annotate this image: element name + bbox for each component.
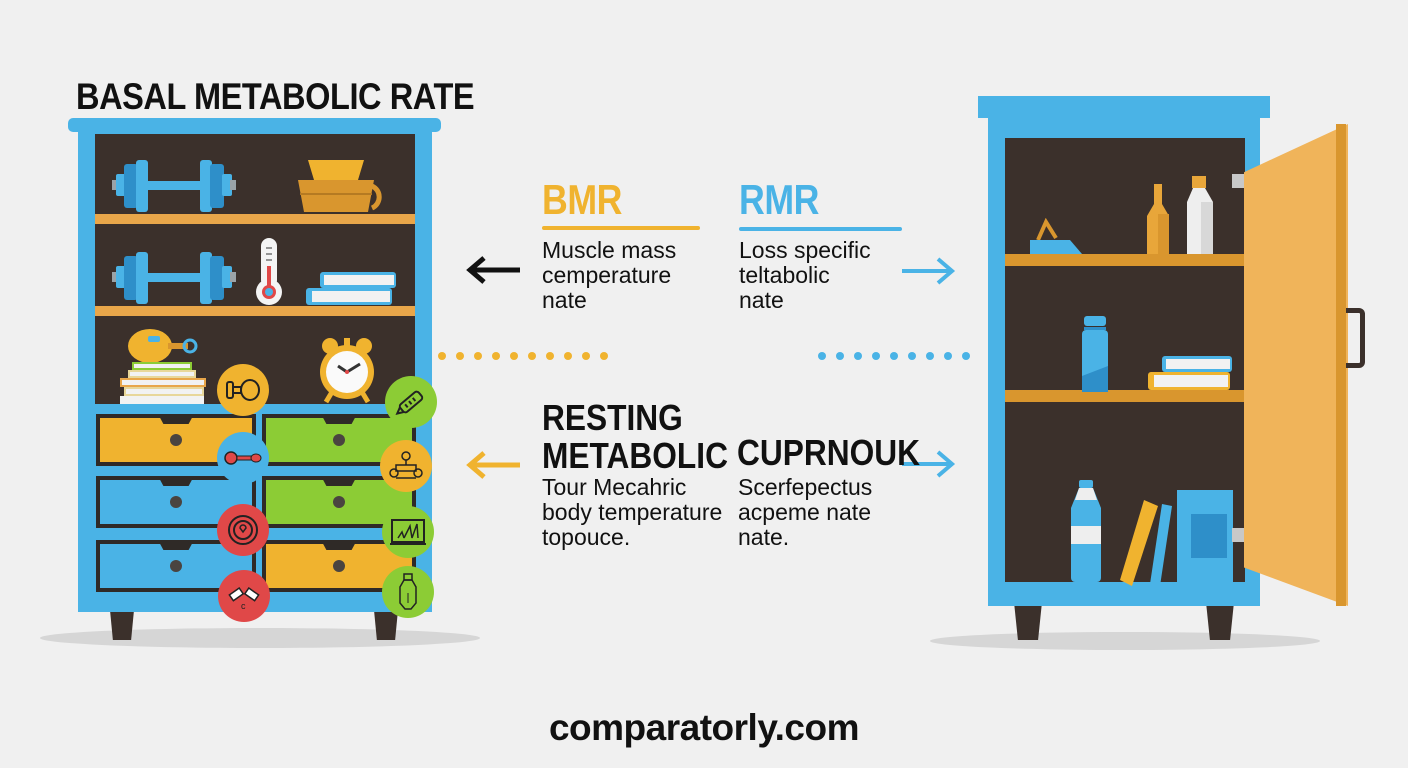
kettlebell-icon <box>217 364 269 416</box>
white-bottle-icon <box>1187 176 1213 254</box>
left-arrow-icon <box>466 256 520 284</box>
key-icon <box>217 432 269 484</box>
dotted-line-yellow <box>438 352 608 360</box>
right-cabinet-shadow <box>930 632 1320 650</box>
cabinet-door[interactable] <box>1244 124 1348 606</box>
water-flask-icon <box>1082 316 1108 392</box>
broken-bones-icon: c <box>218 570 270 622</box>
alarm-clock-icon <box>320 338 374 404</box>
left-cabinet-leg <box>110 610 134 640</box>
water-bottle-icon <box>1071 480 1101 582</box>
books-icon <box>1148 356 1232 390</box>
right-cabinet-leg <box>1206 602 1234 640</box>
thermometer-icon <box>385 376 437 428</box>
resting-metabolic-heading: RESTING METABOLIC <box>542 397 728 476</box>
right-arrow-icon <box>902 450 956 478</box>
thermometer-icon <box>256 238 282 305</box>
page-title: BASAL METABOLIC RATE <box>76 76 475 117</box>
shelf <box>1005 390 1245 402</box>
shelf <box>95 214 415 224</box>
bag-icon <box>1030 218 1082 254</box>
rmr-heading: RMR <box>739 176 820 223</box>
books-stack-icon <box>120 362 206 404</box>
chart-icon <box>382 506 434 558</box>
right-arrow-icon <box>902 257 956 285</box>
footer-site-name: comparatorly.com <box>548 707 860 748</box>
left-cabinet-shadow <box>40 628 480 648</box>
oil-bottle-icon <box>1147 184 1169 254</box>
network-icon <box>380 440 432 492</box>
target-icon <box>217 504 269 556</box>
leaning-books-icon <box>1120 500 1172 586</box>
cuprnouk-heading: CUPRNOUK <box>737 432 921 473</box>
dumbbell-icon <box>112 160 236 212</box>
stopwatch-icon <box>128 329 198 363</box>
cup-icon <box>298 160 382 212</box>
bmr-underline <box>542 226 700 230</box>
right-cabinet-leg <box>1014 602 1042 640</box>
left-arrow-icon <box>466 451 520 479</box>
shelf <box>1005 254 1245 266</box>
left-cabinet: c <box>40 118 490 658</box>
drawer[interactable] <box>96 476 256 528</box>
bmr-description: Muscle mass cemperature nate <box>542 237 677 313</box>
svg-text:c: c <box>241 601 246 611</box>
bmr-heading: BMR <box>542 176 623 223</box>
door-handle[interactable] <box>1346 308 1365 368</box>
books-icon <box>306 272 396 305</box>
left-cabinet-top <box>68 118 441 132</box>
rmr-underline <box>739 227 902 231</box>
rmr-description: Loss specific teltabolic nate <box>739 237 871 313</box>
right-cabinet-top <box>978 96 1270 118</box>
shelf <box>95 306 415 316</box>
bottle-icon <box>382 566 434 618</box>
right-cabinet <box>930 94 1370 654</box>
box-icon <box>1177 490 1233 584</box>
dotted-line-blue <box>818 352 970 360</box>
resting-metabolic-description: Tour Mecahric body temperature topouce. <box>542 474 723 550</box>
dumbbell-icon <box>112 252 236 304</box>
cabinet-door-edge <box>1336 124 1346 606</box>
left-cabinet-leg <box>374 610 398 640</box>
cuprnouk-description: Scerfepectus acpeme nate nate. <box>738 474 873 550</box>
